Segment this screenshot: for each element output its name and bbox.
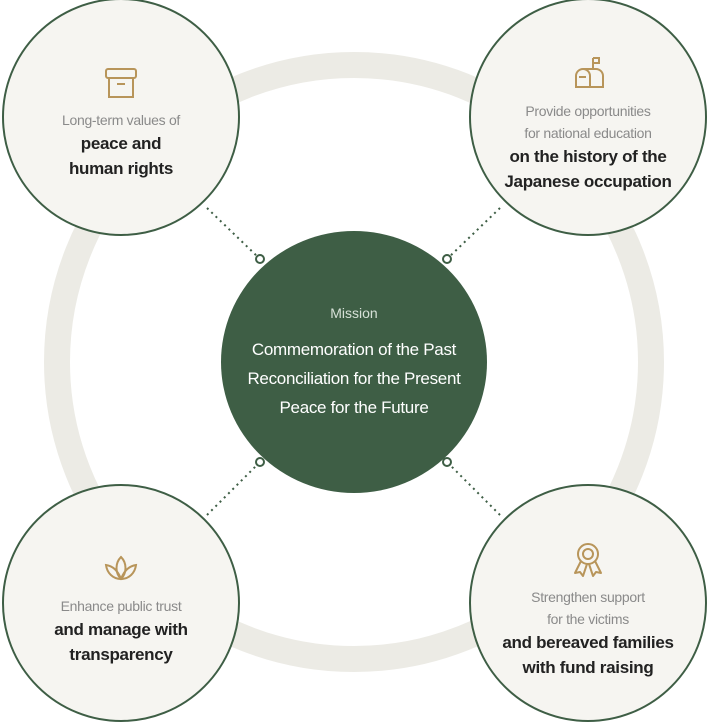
connector-dot [255, 254, 265, 264]
value-light-line: Enhance public trust [60, 598, 182, 614]
connector-top-left [206, 207, 261, 260]
value-light-line: Provide opportunities [525, 103, 651, 119]
mission-statement-present: Reconciliation for the Present [247, 368, 461, 388]
value-bold-line: Japanese occupation [504, 172, 672, 191]
value-bold-line: on the history of the [509, 147, 667, 166]
connector-dot [442, 254, 452, 264]
value-light-line: for national education [524, 125, 652, 141]
value-node-support: Strengthen support for the victims and b… [469, 484, 707, 722]
value-node-education: Provide opportunities for national educa… [469, 0, 707, 236]
value-node-peace: Long-term values of peace and human righ… [2, 0, 240, 236]
value-bold-line: and manage with [54, 620, 188, 639]
value-bold-line: human rights [68, 159, 174, 178]
connector-dot [442, 457, 452, 467]
outer-ring [44, 52, 664, 672]
value-bold-line: peace and [80, 134, 162, 153]
value-node-trust: Enhance public trust and manage with tra… [2, 484, 240, 722]
award-ribbon-icon [574, 543, 602, 577]
value-light-line: for the victims [547, 611, 629, 627]
mailbox-icon [575, 57, 604, 88]
value-bold-line: transparency [69, 645, 173, 664]
connector-dot [255, 457, 265, 467]
lotus-icon [104, 555, 138, 581]
connector-bottom-left [206, 461, 261, 516]
mission-label: Mission [330, 304, 378, 321]
value-bold-line: with fund raising [522, 658, 654, 677]
mission-statement-future: Peace for the Future [279, 397, 429, 417]
connector-top-right [446, 207, 501, 260]
value-light-line: Strengthen support [531, 589, 645, 605]
value-light-line: Long-term values of [61, 112, 181, 128]
value-bold-line: and bereaved families [502, 633, 674, 652]
connector-bottom-right [446, 461, 501, 516]
mission-statement-past: Commemoration of the Past [251, 339, 457, 359]
mission-circle: Mission Commemoration of the Past Reconc… [221, 231, 487, 493]
archive-box-icon [105, 68, 137, 98]
